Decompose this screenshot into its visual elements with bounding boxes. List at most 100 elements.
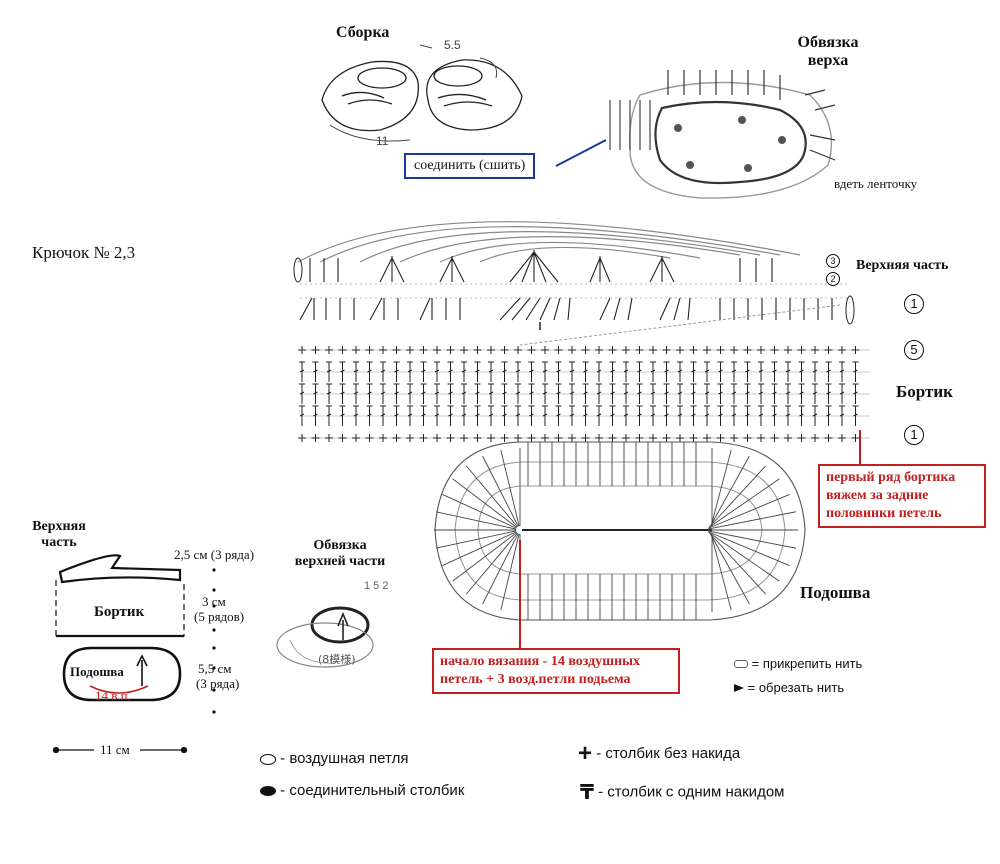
side-stitch [420, 383, 427, 404]
side-stitch [771, 361, 778, 382]
sole-stitch [452, 478, 518, 528]
side-stitch [407, 405, 413, 426]
sole-stitch [500, 533, 520, 611]
side-stitch [811, 346, 819, 354]
side-stitch [609, 383, 616, 404]
side-stitch [717, 383, 724, 404]
side-stitch [798, 383, 805, 404]
side-stitch [825, 361, 832, 382]
side-stitch [770, 434, 779, 442]
side-stitch [299, 361, 305, 382]
side-stitch [690, 383, 697, 404]
small-edging-diagram [276, 606, 374, 668]
side-stitch [528, 383, 535, 404]
side-stitch [326, 405, 332, 426]
side-stitch [663, 405, 670, 426]
row-marker-1: 1 [904, 294, 924, 314]
side-stitch [716, 434, 725, 442]
side-stitch [555, 383, 562, 404]
side-stitch [554, 346, 563, 354]
assembly-dim-bottom: 11 [376, 134, 389, 148]
sole-stitch [709, 465, 767, 528]
side-stitch [473, 434, 482, 442]
sole-stitch [708, 530, 797, 549]
hook-size: Крючок № 2,3 [32, 243, 136, 262]
side-stitch [473, 346, 482, 354]
side-stitch [366, 383, 373, 404]
side-stitch [839, 405, 845, 426]
side-stitch [365, 434, 374, 442]
sole-stitch [708, 494, 790, 529]
side-stitch [622, 346, 630, 354]
side-stitch [339, 361, 346, 382]
upper-part-rows [299, 250, 850, 321]
small-edging-nums: 1 5 2 [364, 580, 389, 592]
side-stitch [325, 434, 333, 442]
side-stitch [839, 383, 845, 404]
side-title: Бортик [896, 382, 953, 401]
cut-thread-icon [734, 684, 744, 692]
side-stitch [744, 361, 751, 382]
side-stitch [663, 383, 670, 404]
side-stitch [420, 361, 427, 382]
sole-title: Подошва [800, 583, 871, 602]
side-stitch [839, 361, 845, 382]
side-stitch [326, 383, 332, 404]
row-marker-3: 3 [826, 254, 840, 268]
start-note: начало вязания - 14 воздушных петель + 3… [432, 648, 680, 694]
side-stitch [595, 346, 603, 354]
side-stitch [650, 383, 656, 404]
side-stitch [758, 361, 764, 382]
schematic-sole-label: Подошва [70, 664, 124, 679]
side-stitch [352, 346, 360, 354]
side-stitch [743, 346, 752, 354]
side-stitch [623, 361, 629, 382]
side-stitch [838, 434, 846, 442]
sole-stitch [709, 532, 767, 595]
side-stitch [298, 346, 306, 354]
slip-stitch-icon [260, 786, 276, 797]
side-row-1: 1 [904, 425, 924, 445]
side-stitch [461, 383, 467, 404]
side-stitch [461, 361, 467, 382]
schematic-width: 11 см [100, 742, 130, 757]
side-stitch [500, 346, 509, 354]
side-stitch [785, 383, 791, 404]
sole-stitch [482, 455, 519, 527]
side-stitch [339, 405, 346, 426]
side-stitch [353, 383, 359, 404]
side-stitch [541, 434, 549, 442]
side-stitch [825, 383, 832, 404]
attach-key-label: = прикрепить нить [751, 656, 863, 671]
side-stitch [623, 383, 629, 404]
side-stitch [595, 434, 603, 442]
side-stitch [488, 405, 494, 426]
side-stitch [527, 434, 536, 442]
side-stitch [690, 405, 697, 426]
side-stitch [407, 361, 413, 382]
side-stitch [636, 361, 643, 382]
side-stitch [784, 346, 792, 354]
single-crochet-icon: + [578, 740, 593, 767]
side-stitch [581, 434, 590, 442]
side-stitch [325, 346, 333, 354]
side-stitch [677, 405, 683, 426]
sole-stitch [708, 531, 790, 566]
side-stitch [392, 434, 401, 442]
side-stitch [771, 405, 778, 426]
side-stitch [609, 405, 616, 426]
side-stitch [676, 434, 684, 442]
side-stitch [623, 405, 629, 426]
side-stitch [555, 405, 562, 426]
schematic-dim-2b: (5 рядов) [194, 609, 245, 624]
side-stitch [797, 434, 806, 442]
side-stitch [312, 361, 319, 382]
side-stitch [474, 383, 481, 404]
sole-stitch [708, 478, 780, 528]
side-stitch [650, 361, 656, 382]
sole-stitch [708, 511, 797, 530]
cut-key-label: = обрезать нить [747, 680, 845, 695]
side-stitch [730, 346, 738, 354]
side-stitch [447, 405, 454, 426]
